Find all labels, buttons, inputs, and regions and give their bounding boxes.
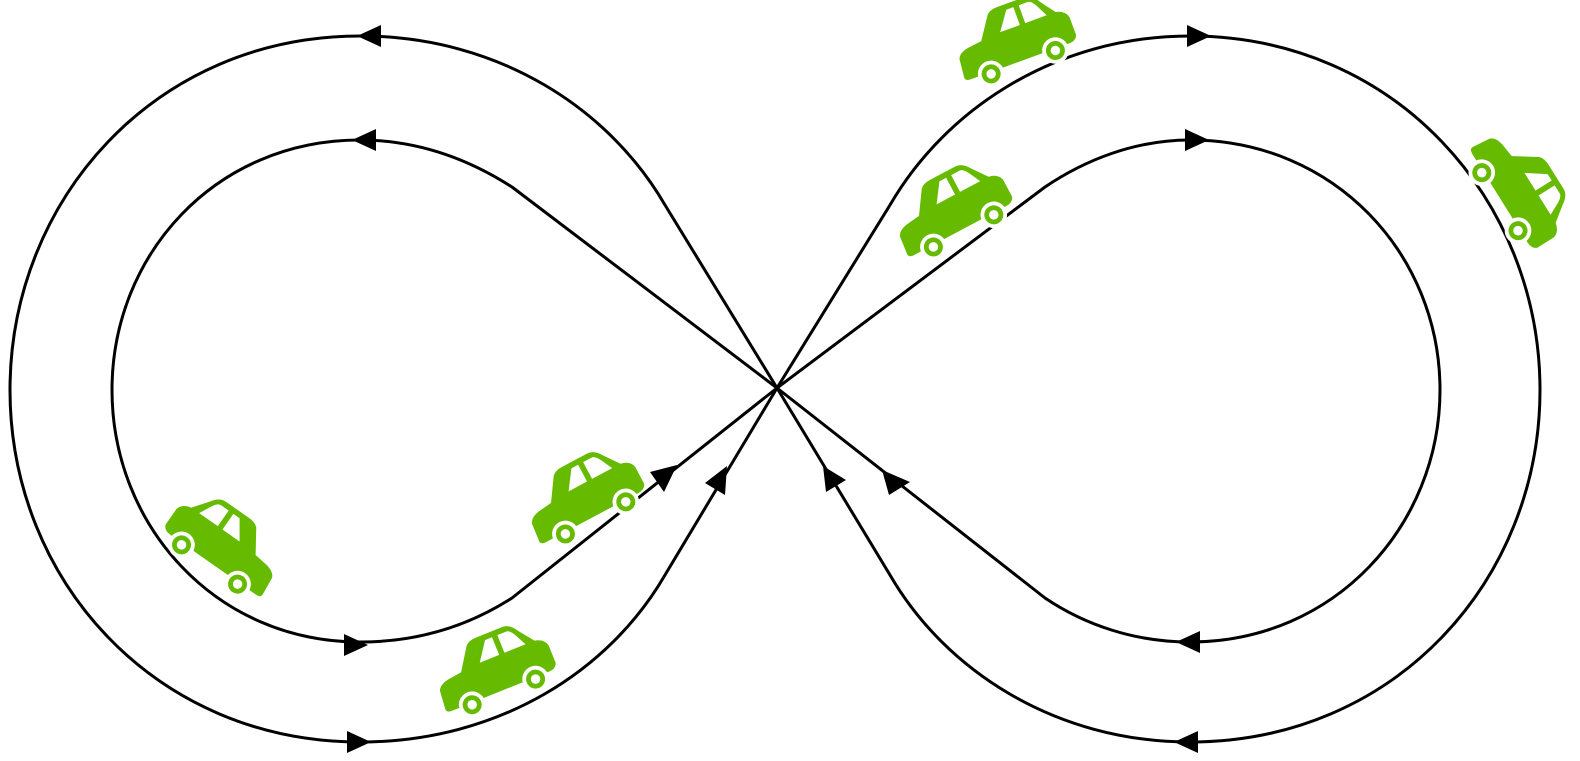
arrow-left-icon	[1174, 731, 1198, 753]
arrow-up-left-icon	[882, 470, 910, 495]
arrow-right-icon	[347, 731, 371, 753]
inner-lane-path	[110, 138, 1442, 644]
car-icon	[1456, 117, 1580, 259]
arrow-up-right-icon	[705, 466, 727, 495]
car-icon	[881, 149, 1022, 272]
arrow-up-right-icon	[650, 465, 677, 492]
arrow-right-icon	[344, 634, 368, 656]
arrow-right-icon	[1187, 25, 1211, 47]
arrow-left-icon	[352, 129, 376, 151]
arrow-right-icon	[1185, 129, 1209, 151]
arrow-left-icon	[357, 25, 381, 47]
car-icon	[153, 480, 295, 611]
arrow-left-icon	[1176, 631, 1200, 653]
arrow-up-left-icon	[823, 466, 846, 492]
